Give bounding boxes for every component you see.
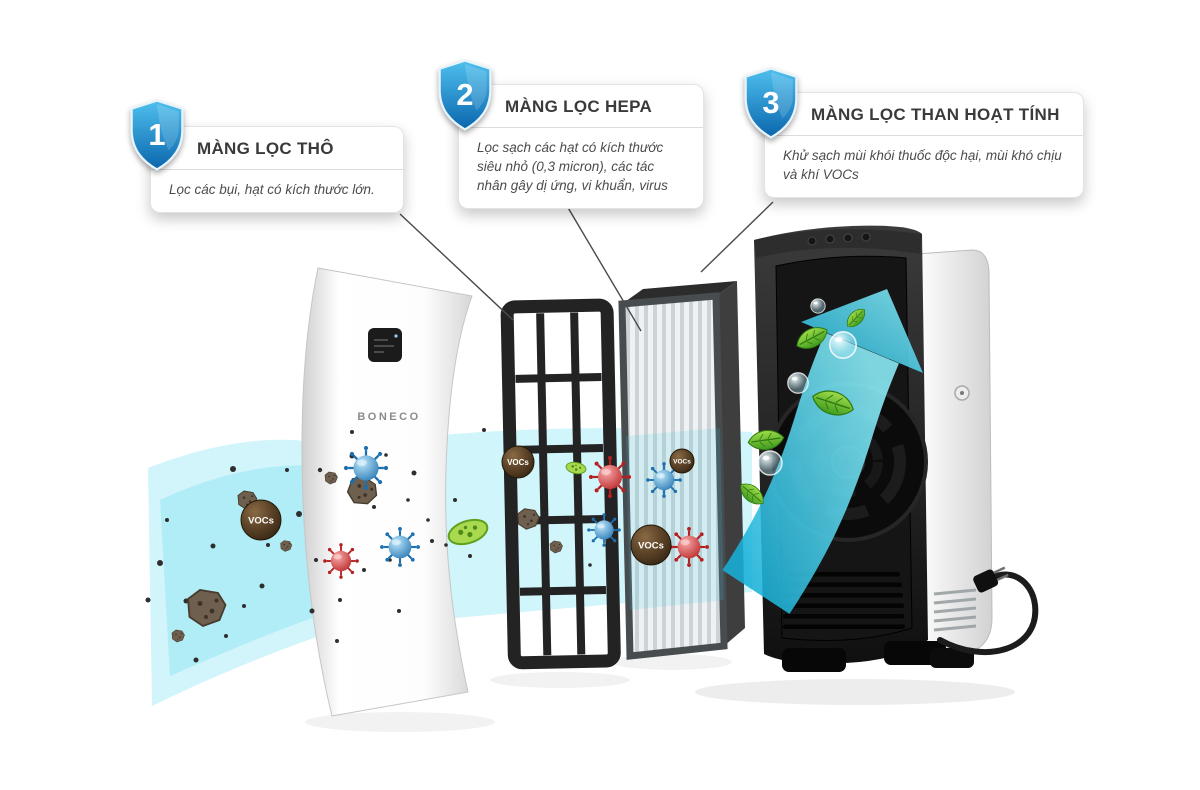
svg-text:VOCs: VOCs (248, 516, 274, 527)
shield-badge-1-icon: 1 (130, 99, 184, 171)
virus-red-icon (587, 454, 633, 500)
leader-lines (399, 201, 774, 332)
power-plug (973, 566, 1009, 593)
vocs-particle: VOCs (501, 445, 535, 479)
virus-blue-icon (379, 526, 421, 568)
callout-title-prefilter: MÀNG LỌC THÔ (151, 127, 403, 170)
step-number: 1 (148, 117, 165, 152)
dust-particles (145, 428, 592, 663)
callout-title-hepa: MÀNG LỌC HEPA (459, 85, 703, 128)
callout-title-carbon: MÀNG LỌC THAN HOẠT TÍNH (765, 93, 1083, 136)
svg-text:VOCs: VOCs (638, 541, 664, 552)
device-foot (782, 648, 846, 672)
bottom-slats (783, 572, 905, 629)
body-top-face (754, 229, 922, 258)
callout-description-carbon: Khử sạch mùi khói thuốc độc hại, mùi khó… (783, 148, 1062, 183)
shield-badge-2-icon: 2 (438, 59, 492, 131)
power-cord (937, 571, 1039, 656)
shield-badge-3-icon: 3 (744, 67, 798, 139)
vocs-particle: VOCs (630, 524, 672, 566)
virus-blue-icon (586, 512, 622, 548)
virus-blue-icon (342, 444, 390, 492)
side-vents (933, 588, 977, 632)
brand-logo: BONECO (357, 411, 420, 423)
vocs-particle: VOCs (669, 448, 695, 474)
dirt-rock (517, 508, 540, 530)
dirt-rock (549, 540, 563, 554)
callout-card-carbon: MÀNG LỌC THAN HOẠT TÍNH Khử sạch mùi khó… (764, 92, 1084, 199)
control-buttons[interactable] (807, 232, 871, 246)
virus-red-icon (668, 526, 710, 568)
front-panel: BONECO (301, 267, 473, 717)
svg-text:VOCs: VOCs (673, 459, 691, 466)
callout-description-prefilter: Lọc các bụi, hạt có kích thước lớn. (169, 182, 375, 197)
step-number: 3 (762, 85, 779, 120)
panel-display (368, 328, 402, 362)
callout-card-prefilter: MÀNG LỌC THÔ Lọc các bụi, hạt có kích th… (150, 126, 404, 214)
callout-card-hepa: MÀNG LỌC HEPA Lọc sạch các hạt có kích t… (458, 84, 704, 210)
step-number: 2 (456, 77, 473, 112)
device-foot (930, 648, 974, 668)
vocs-particle: VOCs (240, 499, 282, 541)
virus-red-icon (322, 542, 360, 580)
callout-description-hepa: Lọc sạch các hạt có kích thước siêu nhỏ … (477, 140, 668, 194)
clean-air-arrow (722, 289, 923, 614)
svg-text:VOCs: VOCs (507, 458, 529, 467)
